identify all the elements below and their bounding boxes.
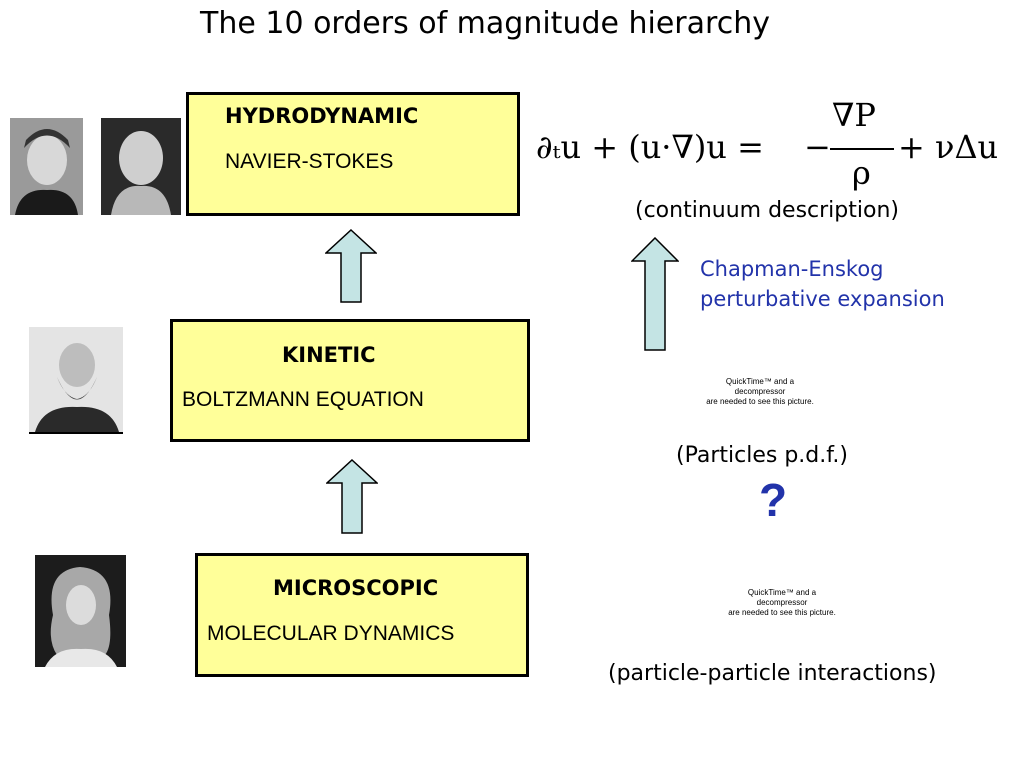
portrait-stokes xyxy=(101,118,181,215)
kinetic-box: KINETIC BOLTZMANN EQUATION xyxy=(170,319,530,442)
arrow-up-chapman-enskog xyxy=(631,237,679,351)
quicktime-placeholder-1: QuickTime™ and a decompressor are needed… xyxy=(640,377,880,407)
chapman-line-2: perturbative expansion xyxy=(700,287,945,311)
hydrodynamic-subtitle: NAVIER-STOKES xyxy=(225,150,394,173)
portrait-stokes-image xyxy=(101,118,181,215)
page-title: The 10 orders of magnitude hierarchy xyxy=(200,6,770,41)
portrait-navier-image xyxy=(10,118,83,215)
chapman-enskog-label: Chapman-Enskog perturbative expansion xyxy=(700,254,945,314)
continuum-caption: (continuum description) xyxy=(635,198,899,223)
navier-stokes-equation: ∂ₜu + (u·∇)u = − ∇P ρ + νΔu xyxy=(536,96,1016,196)
question-mark: ? xyxy=(759,474,788,526)
arrow-up-micro-to-kinetic xyxy=(326,459,378,534)
equation-minus: − xyxy=(804,128,831,166)
qt2-line-3: are needed to see this picture. xyxy=(728,608,836,617)
microscopic-box: MICROSCOPIC MOLECULAR DYNAMICS xyxy=(195,553,529,677)
hydrodynamic-box: HYDRODYNAMIC NAVIER-STOKES xyxy=(186,92,520,216)
qt2-line-1: QuickTime™ and a xyxy=(747,588,817,597)
portrait-newton xyxy=(35,555,126,667)
equation-rhs: + νΔu xyxy=(898,128,999,166)
microscopic-subtitle: MOLECULAR DYNAMICS xyxy=(207,622,455,645)
portrait-boltzmann xyxy=(29,327,123,434)
arrow-up-kinetic-to-hydro xyxy=(325,229,377,303)
equation-lhs: ∂ₜu + (u·∇)u = xyxy=(536,128,764,166)
portrait-navier xyxy=(10,118,83,215)
kinetic-heading: KINETIC xyxy=(282,343,376,367)
portrait-newton-image xyxy=(35,555,126,667)
chapman-line-1: Chapman-Enskog xyxy=(700,257,884,281)
portrait-boltzmann-image xyxy=(29,327,123,432)
qt2-line-2: decompressor xyxy=(756,598,808,607)
quicktime-placeholder-2: QuickTime™ and a decompressor are needed… xyxy=(662,588,902,618)
qt1-line-1: QuickTime™ and a xyxy=(725,377,795,386)
microscopic-heading: MICROSCOPIC xyxy=(273,576,439,600)
qt1-line-3: are needed to see this picture. xyxy=(706,397,814,406)
equation-denominator: ρ xyxy=(852,154,871,192)
hydrodynamic-heading: HYDRODYNAMIC xyxy=(225,104,419,128)
equation-numerator: ∇P xyxy=(832,96,876,134)
interactions-caption: (particle-particle interactions) xyxy=(608,661,937,686)
pdf-caption: (Particles p.d.f.) xyxy=(676,443,848,468)
qt1-line-2: decompressor xyxy=(734,387,786,396)
kinetic-subtitle: BOLTZMANN EQUATION xyxy=(182,388,424,411)
equation-fraction-bar xyxy=(830,148,894,150)
